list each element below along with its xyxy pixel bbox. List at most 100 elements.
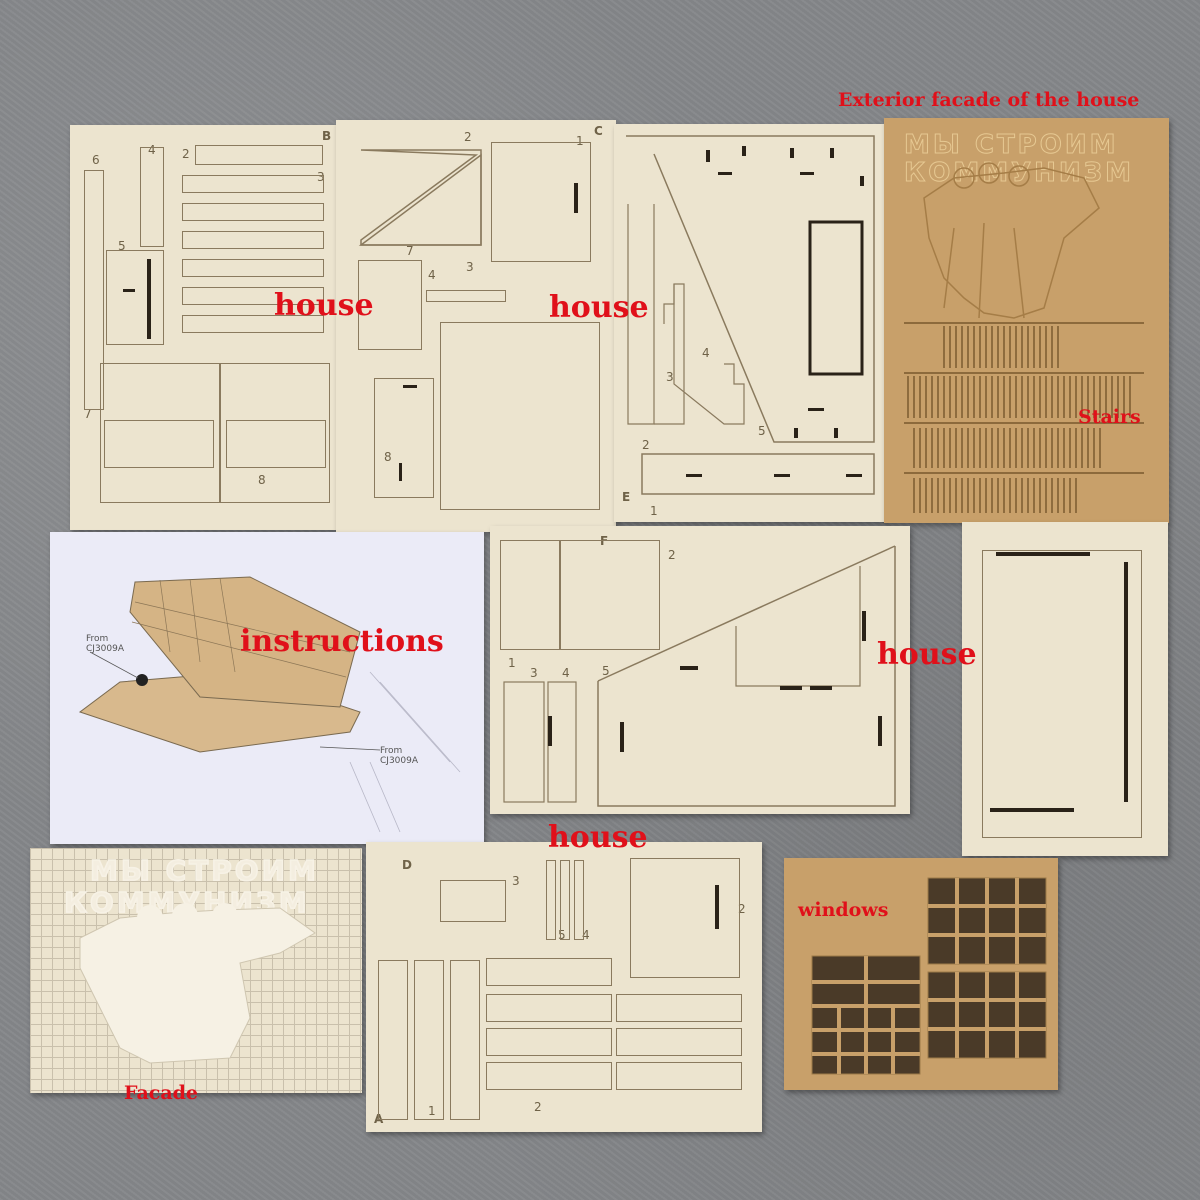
- wood-part: [195, 145, 323, 165]
- sheet-letter-b: B: [322, 129, 332, 143]
- banner-line-1: МЫ СТРОИМ: [89, 853, 319, 888]
- part-number: 3: [666, 370, 674, 384]
- part-number: 2: [534, 1100, 542, 1114]
- part-number: 6: [92, 153, 100, 167]
- label-house-c: house: [549, 290, 649, 325]
- wood-part: [560, 860, 570, 940]
- part-number: 5: [558, 928, 566, 942]
- part-number: 2: [738, 902, 746, 916]
- plywood-sheet-f: F 2 1 3 4 5: [490, 526, 910, 814]
- part-number: 3: [530, 666, 538, 680]
- wood-part: [378, 960, 408, 1120]
- sheet-letter-e: E: [622, 490, 631, 504]
- wood-part: [220, 363, 330, 503]
- wood-part: [414, 960, 444, 1120]
- part-number: 1: [576, 134, 584, 148]
- part-number: 1: [428, 1104, 436, 1118]
- wood-part: [616, 1028, 742, 1056]
- wood-part: [182, 259, 324, 277]
- from-label-left: From CJ3009A: [86, 634, 124, 654]
- label-stairs: Stairs: [1078, 406, 1141, 428]
- label-house-b: house: [274, 288, 374, 323]
- plywood-sheet-facade: МЫ СТРОИМ КОММУНИЗМ: [30, 848, 362, 1093]
- wood-part: [574, 860, 584, 940]
- sheet-letter-f: F: [600, 534, 609, 548]
- wood-part: [560, 540, 660, 650]
- wood-part: [358, 260, 422, 350]
- part-number: 3: [466, 260, 474, 274]
- from-label-right: From CJ3009A: [380, 746, 418, 766]
- mdf-sheet-exterior-facade: МЫ СТРОИМ КОММУНИЗМ: [884, 118, 1169, 523]
- wood-part: [140, 147, 164, 247]
- plywood-sheet-d: D A 3 2 5 4 1 2: [366, 842, 762, 1132]
- window-frames: [811, 877, 1047, 1075]
- wood-part: [486, 1062, 612, 1090]
- part-number: 2: [642, 438, 650, 452]
- wood-part: [486, 958, 612, 986]
- wood-part: [182, 203, 324, 221]
- part-number: 1: [508, 656, 516, 670]
- wood-part: [182, 287, 324, 305]
- part-number: 2: [464, 130, 472, 144]
- wood-part: [440, 322, 600, 510]
- wood-part: [500, 540, 560, 650]
- part-number: 3: [512, 874, 520, 888]
- wood-part: [426, 290, 506, 302]
- wood-part: [486, 994, 612, 1022]
- label-instructions: instructions: [240, 624, 444, 659]
- part-number: 4: [582, 928, 590, 942]
- wood-part: [226, 420, 326, 468]
- part-number: 5: [758, 424, 766, 438]
- banner-line-1: МЫ СТРОИМ: [903, 130, 1119, 161]
- part-number: 7: [84, 407, 92, 421]
- part-number: 2: [668, 548, 676, 562]
- part-number: 5: [118, 239, 126, 253]
- wood-part: [982, 550, 1142, 838]
- wood-part: [100, 363, 220, 503]
- part-number: 4: [702, 346, 710, 360]
- wood-part: [626, 135, 875, 495]
- part-number: 4: [562, 666, 570, 680]
- statue-silhouette: [904, 162, 1144, 513]
- part-number: 8: [384, 450, 392, 464]
- wood-part: [182, 315, 324, 333]
- statue-silhouette: [79, 903, 316, 1064]
- banner-line-2: КОММУНИЗМ: [903, 158, 1135, 189]
- part-number: 2: [182, 147, 190, 161]
- label-windows: windows: [798, 899, 889, 921]
- instructions-sheet: From CJ3009A From CJ3009A: [50, 532, 484, 844]
- part-number: 7: [406, 244, 414, 258]
- label-exterior-facade: Exterior facade of the house: [838, 89, 1140, 111]
- wood-part: [450, 960, 480, 1120]
- wood-part: [546, 860, 556, 940]
- sheet-letter-c: C: [594, 124, 603, 138]
- part-number: 8: [258, 473, 266, 487]
- instruction-illustration: [78, 576, 461, 833]
- wood-part: [630, 858, 740, 978]
- wood-part: [104, 420, 214, 468]
- plywood-sheet-b: B 6 4 2 3 5 7 8: [70, 125, 345, 530]
- wood-part: [182, 175, 324, 193]
- mdf-sheet-windows: [784, 858, 1058, 1090]
- plywood-sheet-e: E 1 2 3 4 5: [614, 124, 886, 522]
- part-number: 5: [602, 664, 610, 678]
- part-number: 4: [148, 143, 156, 157]
- wood-part: [440, 880, 506, 922]
- wood-part: [503, 545, 896, 807]
- wood-part: [84, 170, 104, 410]
- wood-part: [486, 1028, 612, 1056]
- plywood-sheet-c: C 2 1 7 4 3 8: [336, 120, 616, 532]
- wood-part: [182, 231, 324, 249]
- wood-part: [491, 142, 591, 262]
- label-house-f: house: [877, 637, 977, 672]
- label-facade: Facade: [124, 1082, 199, 1104]
- wood-part: [374, 378, 434, 498]
- sheet-letter-d: D: [402, 858, 412, 872]
- wood-part: [358, 149, 482, 246]
- part-number: 4: [428, 268, 436, 282]
- wood-part: [106, 250, 164, 345]
- part-number: 1: [650, 504, 658, 518]
- label-house-d: house: [548, 820, 648, 855]
- wood-part: [616, 994, 742, 1022]
- part-number: 3: [317, 170, 325, 184]
